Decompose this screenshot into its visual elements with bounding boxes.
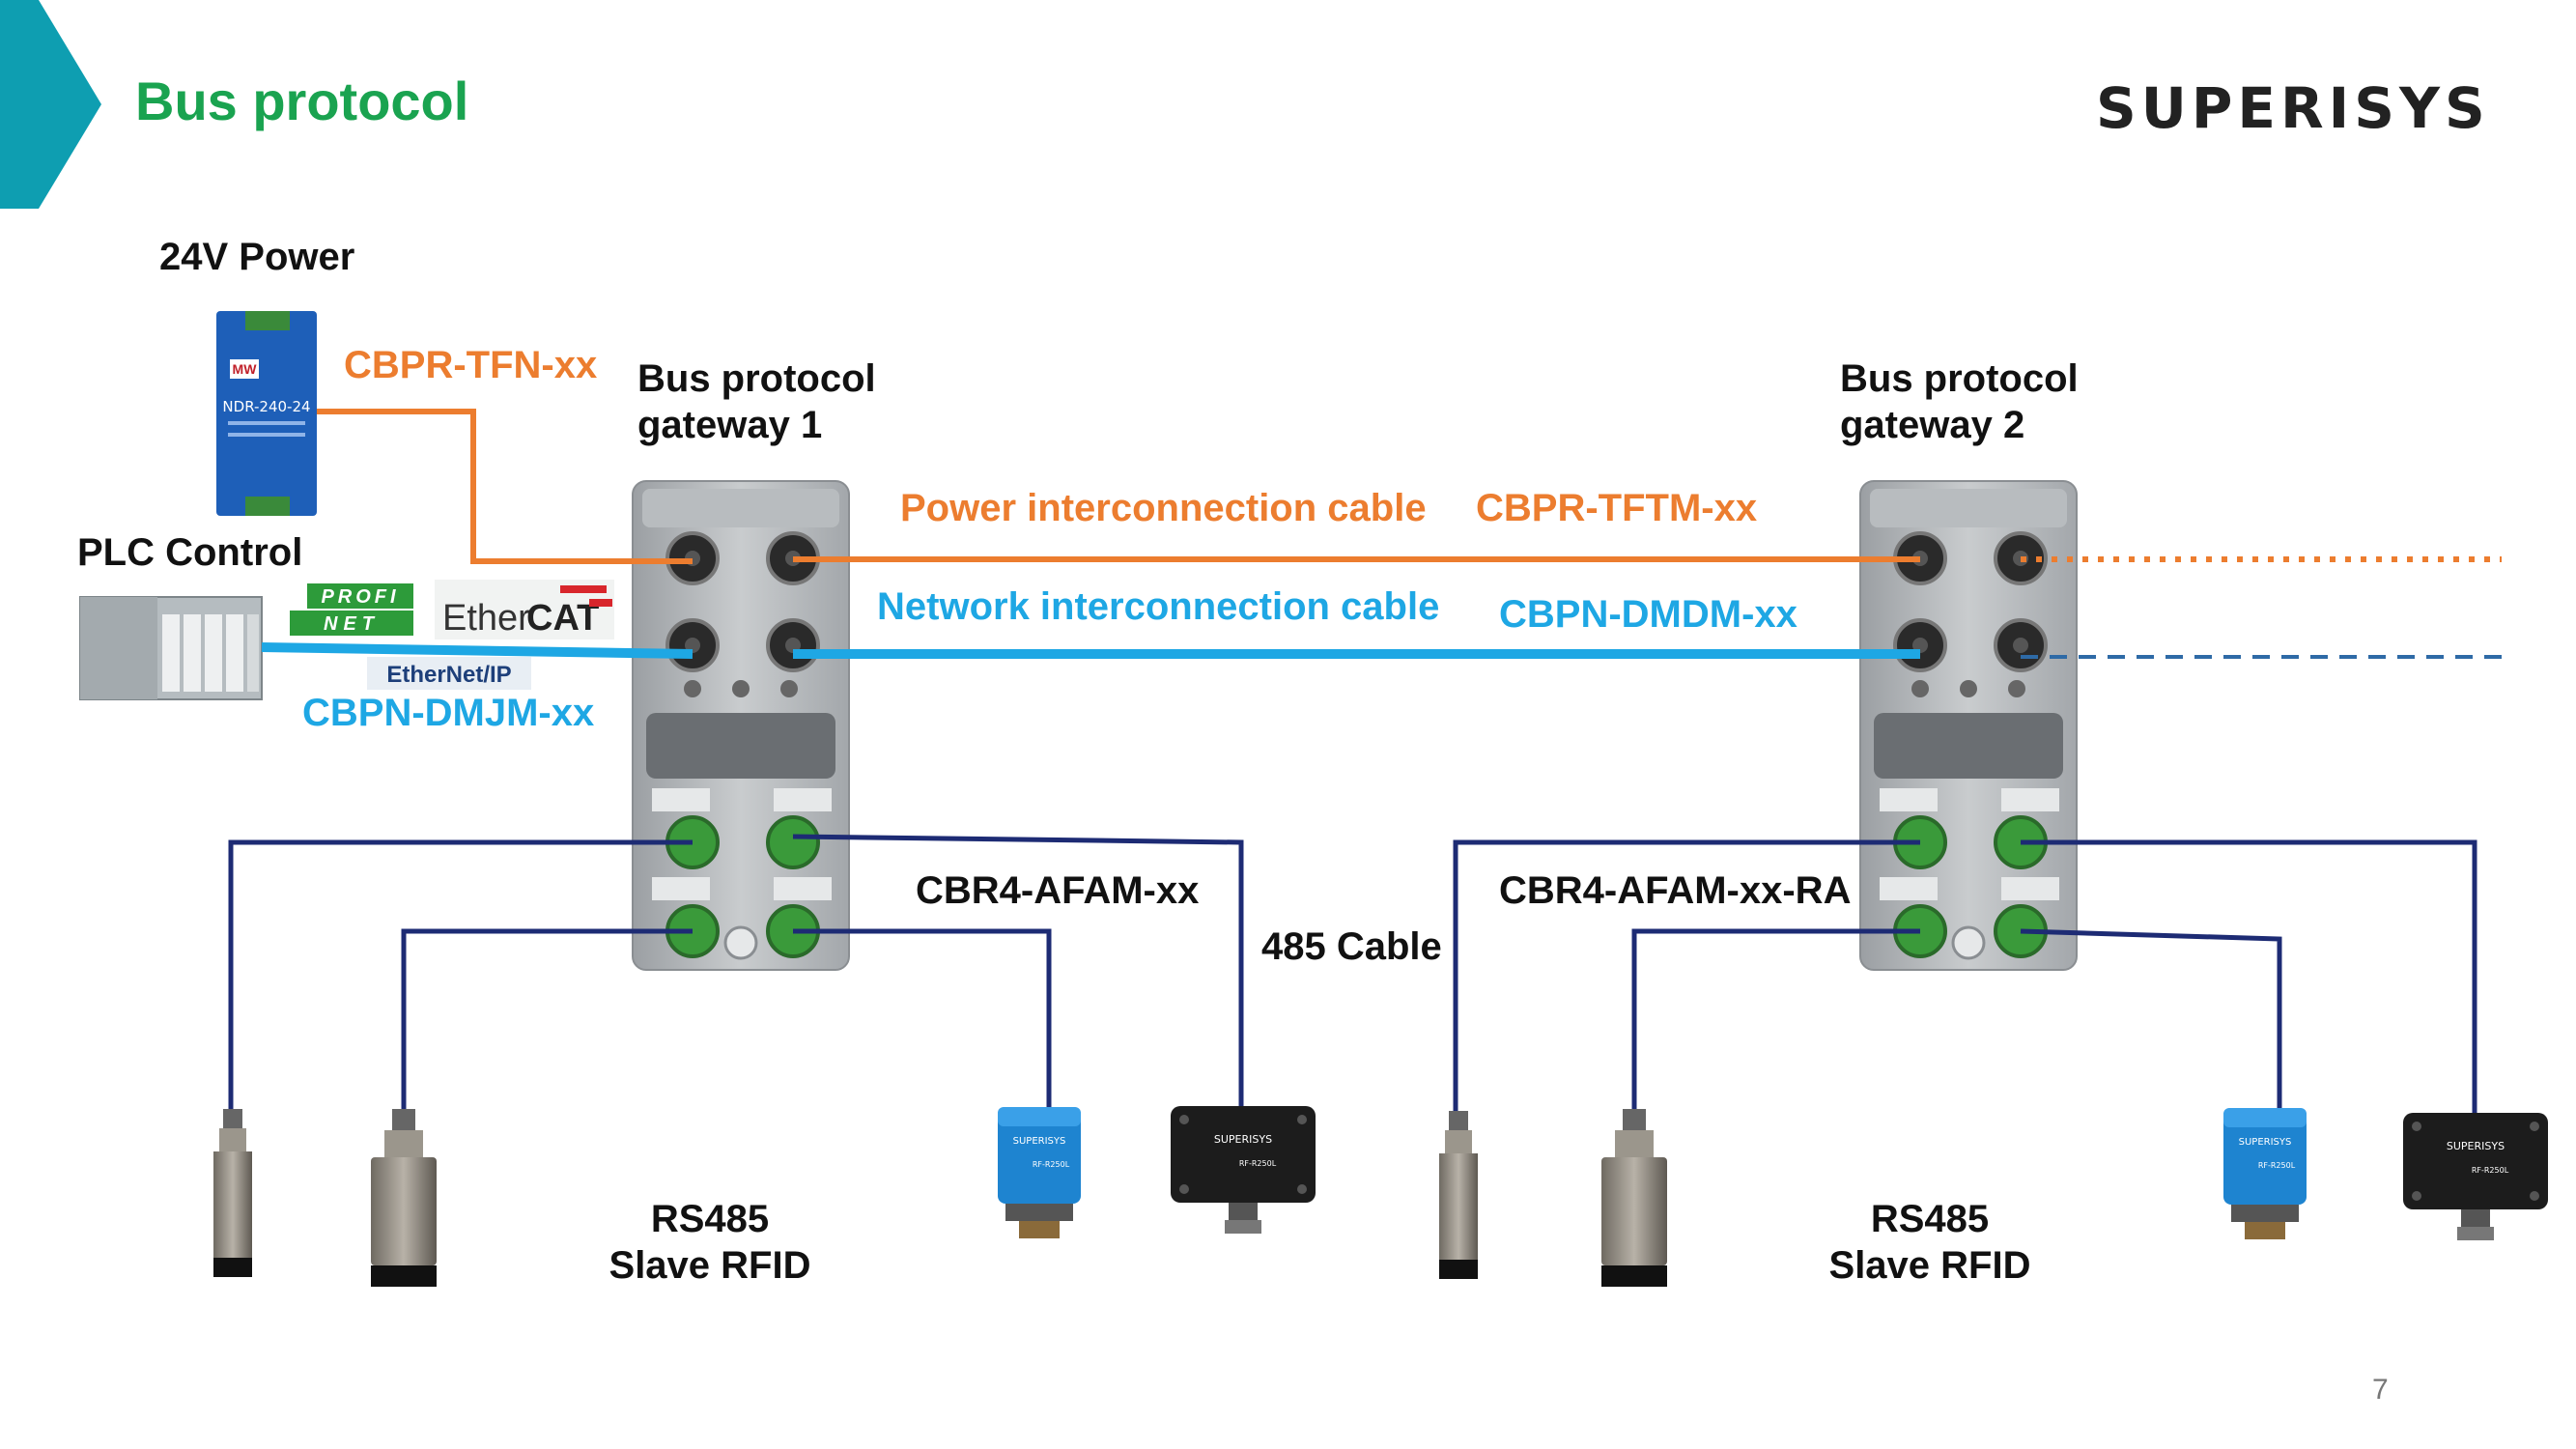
corner-accent (0, 0, 101, 209)
rfid-reader-icon (2223, 1108, 2307, 1239)
svg-text:NET: NET (324, 613, 380, 635)
power-24v-label: 24V Power (159, 236, 355, 278)
svg-text:EtherNet/IP: EtherNet/IP (386, 662, 511, 688)
network-cable (261, 642, 1920, 659)
ethernet-ip-logo: EtherNet/IP (367, 657, 531, 690)
plc-control-label: PLC Control (77, 531, 303, 574)
power-interconnect-part-number: CBPR-TFTM-xx (1476, 487, 1758, 529)
proximity-sensor-icon (371, 1109, 437, 1287)
power-supply-icon: MW NDR-240-24 (216, 311, 317, 516)
svg-text:CAT: CAT (526, 598, 599, 639)
power-cable-label: Power interconnection cable (900, 487, 1427, 529)
proximity-sensor-icon (213, 1109, 252, 1277)
rfid-reader-icon (2403, 1113, 2548, 1240)
rs485-g2-part-number: CBR4-AFAM-xx-RA (1499, 869, 1852, 912)
network-cable-label: Network interconnection cable (877, 585, 1440, 628)
company-logo: SUPERISYS (2096, 75, 2490, 141)
plc-network-part-number: CBPN-DMJM-xx (302, 692, 595, 734)
gateway-module-icon (1858, 479, 2079, 972)
rs485-cables (228, 834, 2477, 1113)
rfid-reader-icon (998, 1107, 1081, 1238)
gateway-module-icon (631, 479, 851, 972)
proximity-sensor-icon (1601, 1109, 1667, 1287)
power-cable (317, 409, 2502, 564)
svg-text:PROFI: PROFI (321, 586, 399, 608)
svg-text:Ether: Ether (442, 598, 530, 639)
psu-cable-part-number: CBPR-TFN-xx (344, 344, 598, 386)
ethercat-logo: Ether CAT (435, 580, 614, 639)
rs485-cable-label: 485 Cable (1261, 925, 1442, 968)
network-interconnect-part-number: CBPN-DMDM-xx (1499, 593, 1798, 636)
plc-icon (79, 596, 263, 700)
svg-text:NDR-240-24: NDR-240-24 (222, 398, 310, 415)
slide-title: Bus protocol (135, 71, 469, 131)
profinet-logo: PROFI NET (288, 580, 413, 638)
svg-text:MW: MW (233, 361, 258, 377)
page-number: 7 (2372, 1374, 2389, 1406)
rfid-reader-icon (1171, 1106, 1316, 1234)
proximity-sensor-icon (1439, 1111, 1478, 1279)
rs485-g1-part-number: CBR4-AFAM-xx (916, 869, 1200, 912)
